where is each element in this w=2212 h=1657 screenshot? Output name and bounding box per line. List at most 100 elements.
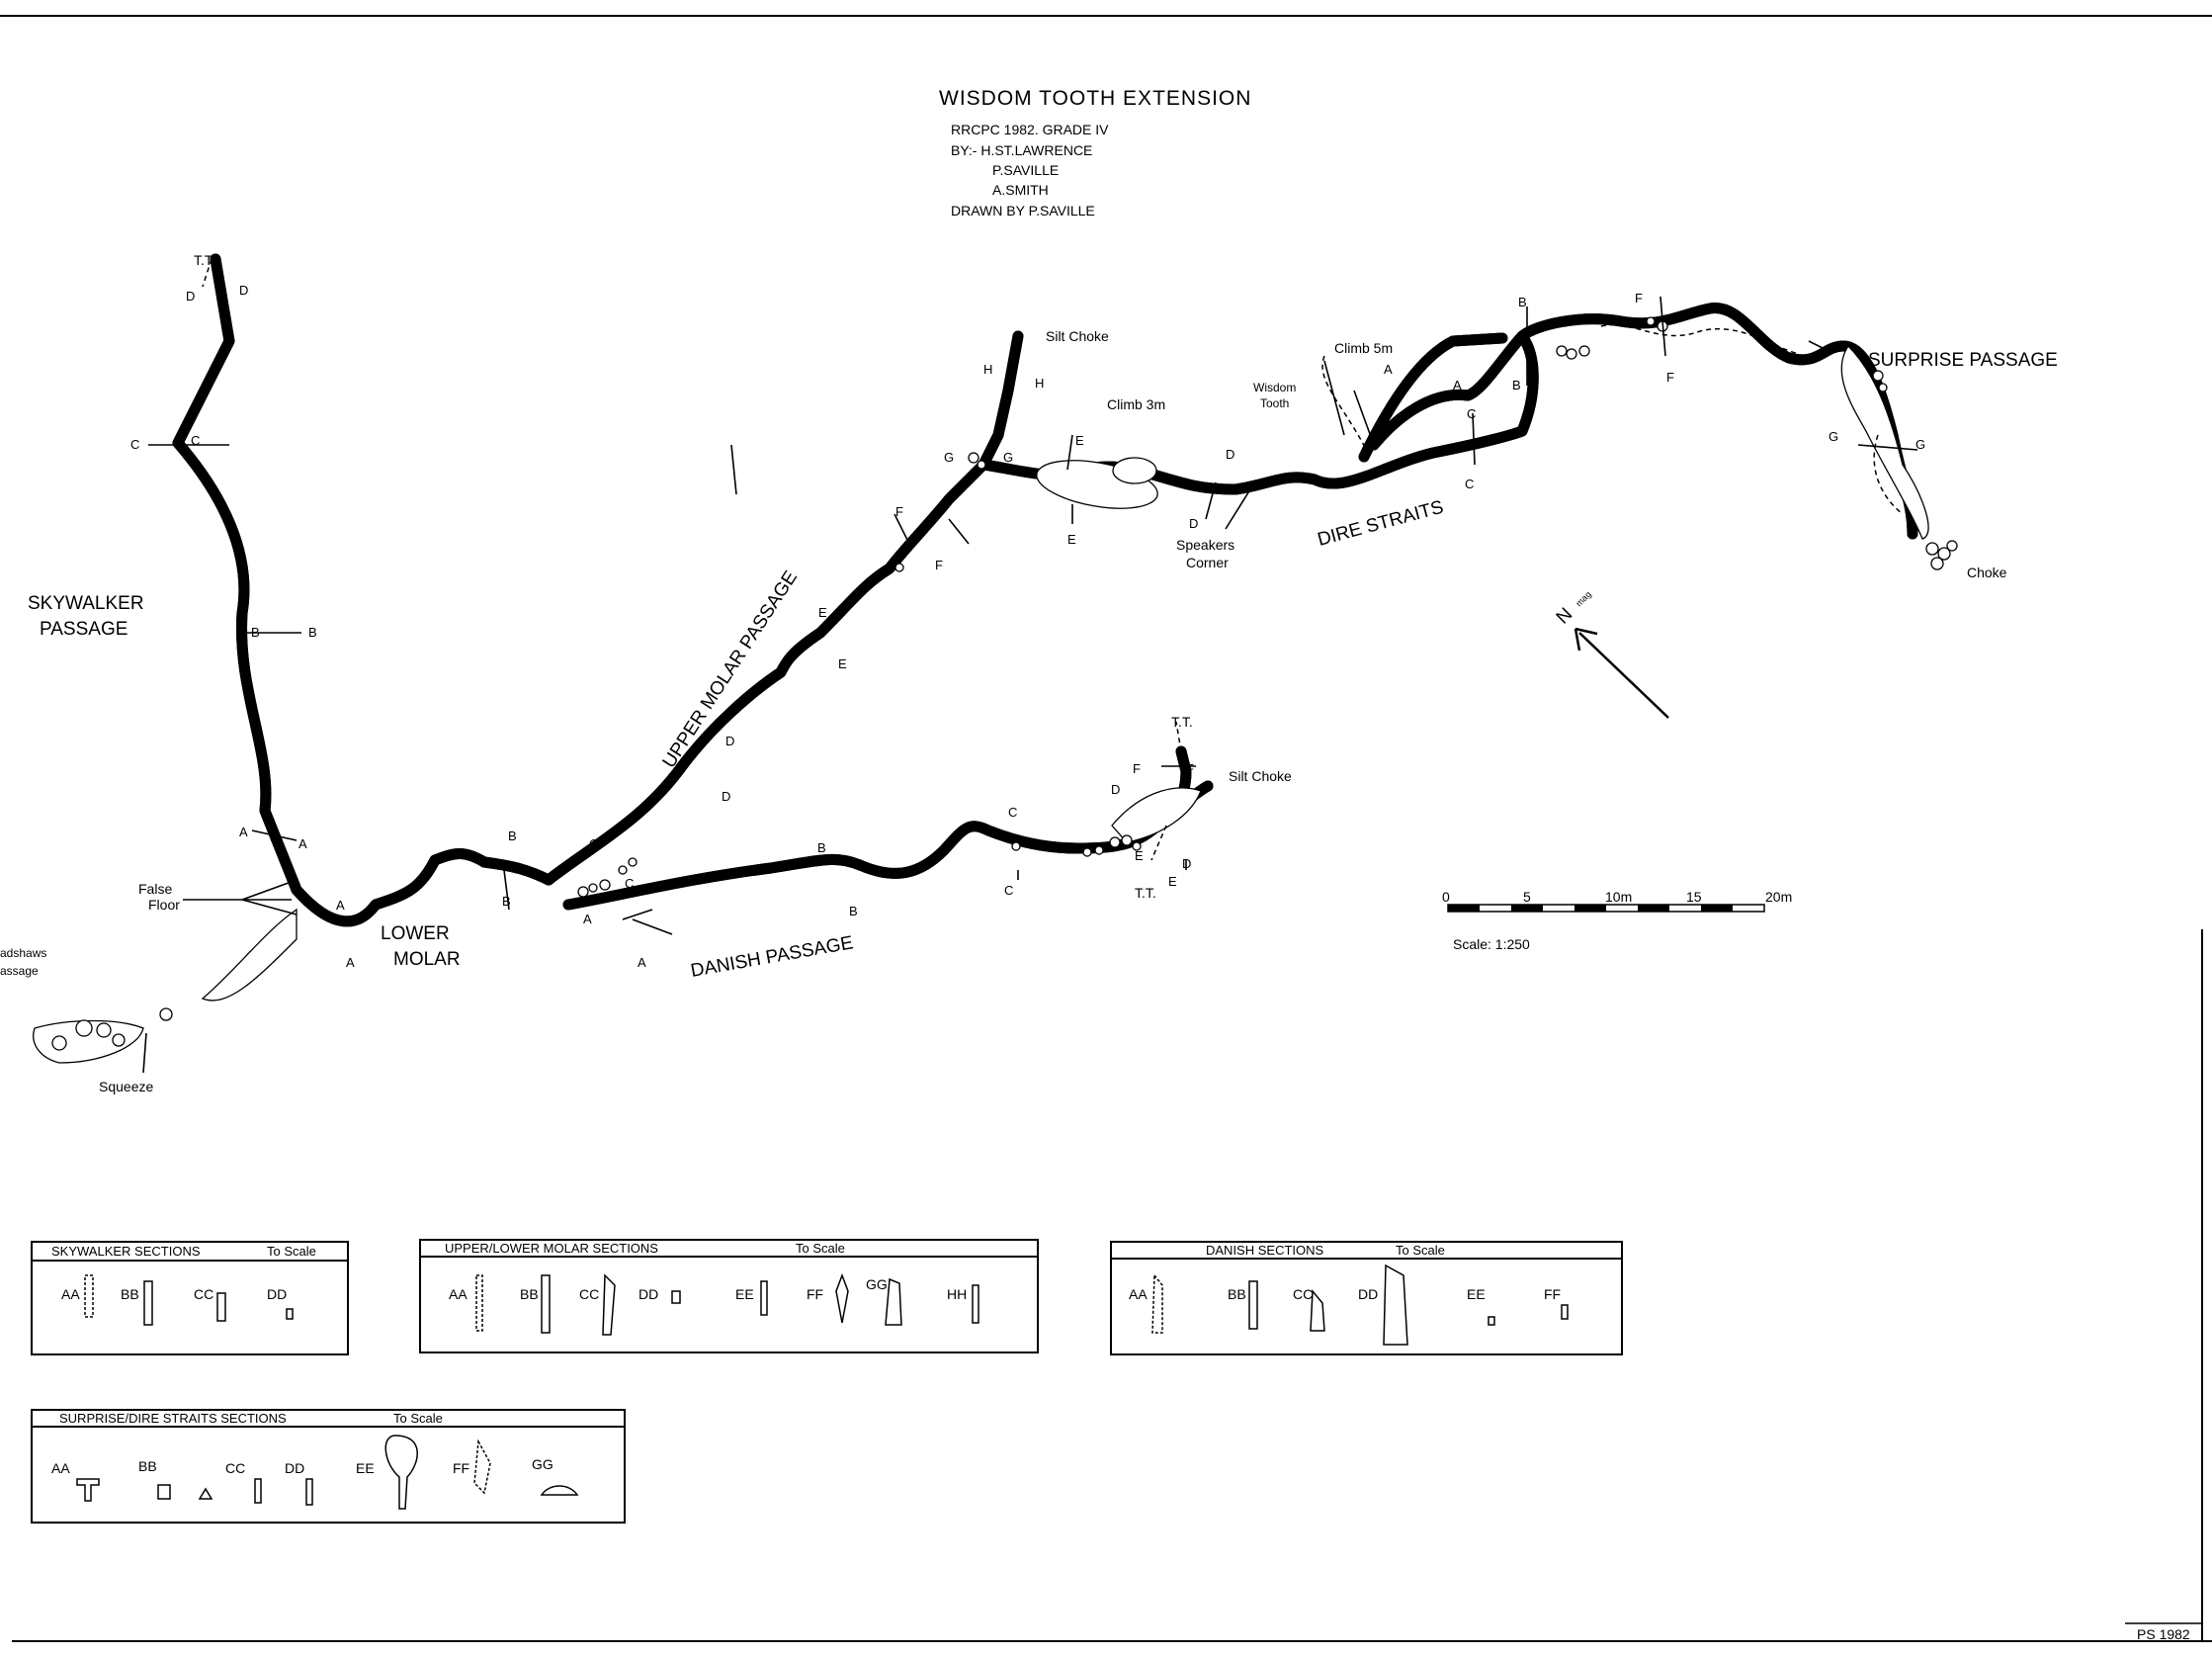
section-box-danish: DANISH SECTIONS To Scale AA BB CC DD EE …	[1110, 1241, 1623, 1355]
svg-text:DD: DD	[285, 1460, 304, 1476]
svg-text:D: D	[1226, 447, 1234, 462]
svg-text:EE: EE	[356, 1460, 375, 1476]
svg-text:C: C	[1004, 883, 1013, 898]
svg-text:CC: CC	[225, 1460, 245, 1476]
svg-text:D: D	[186, 289, 195, 304]
bradshaws-passage-label-1: adshaws	[0, 946, 46, 960]
choke-label: Choke	[1967, 565, 2007, 580]
svg-text:H: H	[983, 362, 992, 377]
north-mag-label: mag	[1574, 589, 1592, 608]
silt-choke-label-upper: Silt Choke	[1046, 328, 1109, 344]
section-box-skywalker: SKYWALKER SECTIONS To Scale AA BB CC DD	[31, 1241, 349, 1355]
svg-text:C: C	[1467, 406, 1476, 421]
svg-text:A: A	[298, 836, 307, 851]
svg-text:D: D	[1189, 516, 1198, 531]
svg-text:FF: FF	[453, 1460, 469, 1476]
false-floor-label-2: Floor	[148, 897, 180, 913]
svg-text:B: B	[849, 904, 858, 918]
survey-club-grade: RRCPC 1982. GRADE IV	[951, 122, 1109, 137]
svg-text:C: C	[1008, 805, 1017, 820]
squeeze-label: Squeeze	[99, 1079, 153, 1094]
north-label: N	[1553, 604, 1577, 629]
scale-tick-20: 20m	[1765, 889, 1792, 905]
footer-credit: PS 1982	[2137, 1626, 2190, 1642]
scale-tick-5: 5	[1523, 889, 1531, 905]
svg-text:FF: FF	[1544, 1286, 1561, 1302]
svg-text:C: C	[191, 433, 200, 448]
svg-text:CC: CC	[1293, 1286, 1313, 1302]
passage-walls	[172, 253, 1918, 921]
section-box-note: To Scale	[393, 1411, 443, 1426]
wisdom-tooth-label-1: Wisdom	[1253, 381, 1296, 394]
svg-text:E: E	[1075, 433, 1084, 448]
lower-molar-label-1: LOWER	[381, 923, 450, 944]
svg-text:D: D	[722, 789, 730, 804]
north-arrow: N mag	[1553, 589, 1669, 719]
svg-text:G: G	[1829, 429, 1838, 444]
dashed-outlines	[202, 258, 1904, 861]
svg-text:GG: GG	[866, 1276, 888, 1292]
svg-text:A: A	[1384, 362, 1393, 377]
svg-text:F: F	[935, 558, 943, 572]
svg-text:G: G	[944, 450, 954, 465]
svg-text:CC: CC	[194, 1286, 213, 1302]
svg-text:AA: AA	[1129, 1286, 1148, 1302]
svg-text:F: F	[1666, 370, 1674, 385]
svg-text:CC: CC	[579, 1286, 599, 1302]
section-box-title: UPPER/LOWER MOLAR SECTIONS	[445, 1241, 658, 1256]
scale-tick-15: 15	[1686, 889, 1702, 905]
svg-text:BB: BB	[1228, 1286, 1246, 1302]
svg-text:B: B	[308, 625, 317, 640]
svg-text:B: B	[1512, 378, 1521, 392]
skywalker-passage-label-2: PASSAGE	[40, 619, 128, 640]
speakers-corner-label-1: Speakers	[1176, 537, 1234, 553]
svg-text:DD: DD	[638, 1286, 658, 1302]
section-box-note: To Scale	[267, 1244, 316, 1259]
drawn-by: DRAWN BY P.SAVILLE	[951, 203, 1095, 218]
scale-tick-0: 0	[1442, 889, 1450, 905]
pointer-lines	[142, 340, 1829, 1074]
svg-text:AA: AA	[61, 1286, 80, 1302]
svg-text:C: C	[625, 876, 634, 891]
climb-3m-label: Climb 3m	[1107, 396, 1165, 412]
svg-text:E: E	[1067, 532, 1076, 547]
section-box-title: DANISH SECTIONS	[1206, 1243, 1324, 1258]
section-box-title: SURPRISE/DIRE STRAITS SECTIONS	[59, 1411, 287, 1426]
wisdom-tooth-label-2: Tooth	[1260, 396, 1289, 410]
svg-text:BB: BB	[121, 1286, 139, 1302]
tt-label-danish-top: T.T.	[1171, 714, 1193, 730]
svg-text:G: G	[1915, 437, 1925, 452]
svg-text:B: B	[508, 828, 517, 843]
surprise-passage-label: SURPRISE PASSAGE	[1868, 350, 2058, 371]
scale-caption: Scale: 1:250	[1453, 936, 1530, 952]
dire-straits-label: DIRE STRAITS	[1316, 497, 1446, 551]
svg-text:A: A	[239, 825, 248, 839]
svg-text:A: A	[1453, 378, 1462, 392]
svg-text:B: B	[251, 625, 260, 640]
map-title: WISDOM TOOTH EXTENSION	[939, 87, 1251, 110]
section-box-note: To Scale	[1396, 1243, 1445, 1258]
silt-choke-label-danish: Silt Choke	[1229, 768, 1292, 784]
svg-text:C: C	[589, 836, 598, 851]
svg-text:C: C	[1465, 477, 1474, 491]
speakers-corner-label-2: Corner	[1186, 555, 1229, 570]
section-marker-ticks	[148, 296, 1918, 935]
svg-text:FF: FF	[807, 1286, 823, 1302]
surveyor-2: P.SAVILLE	[992, 162, 1059, 178]
false-floor-label-1: False	[138, 881, 172, 897]
svg-text:EE: EE	[735, 1286, 754, 1302]
svg-text:C: C	[130, 437, 139, 452]
svg-text:E: E	[1168, 874, 1177, 889]
svg-text:A: A	[346, 955, 355, 970]
svg-text:D: D	[1182, 856, 1191, 871]
svg-text:F: F	[1186, 761, 1194, 776]
chambers	[33, 344, 1929, 1064]
scale-bar: 0 5 10m 15 20m Scale: 1:250	[1442, 889, 1792, 952]
svg-text:B: B	[1518, 295, 1527, 309]
climb-5m-label: Climb 5m	[1334, 340, 1393, 356]
svg-text:D: D	[725, 734, 734, 748]
section-box-surprise-dire-straits: SURPRISE/DIRE STRAITS SECTIONS To Scale …	[31, 1409, 626, 1524]
svg-text:A: A	[583, 912, 592, 926]
section-box-title: SKYWALKER SECTIONS	[51, 1244, 201, 1259]
skywalker-passage-label-1: SKYWALKER	[28, 593, 144, 614]
